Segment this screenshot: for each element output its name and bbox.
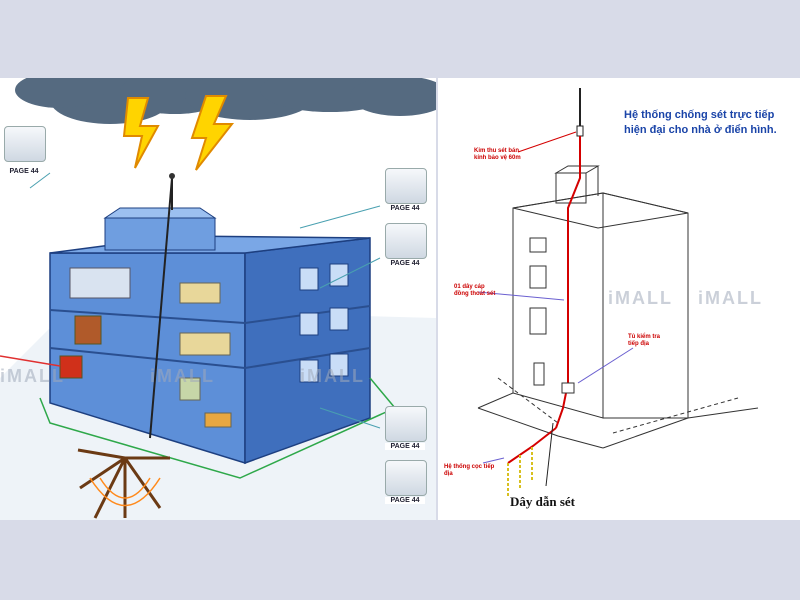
building-illustration-panel: PAGE 44 PAGE 44 PAGE 44 PAGE 44 PAGE 44 … — [0, 78, 436, 520]
label-air-terminal: Kim thu sét bán kính bảo vệ 60m — [474, 148, 521, 161]
grounding-electrode — [77, 448, 170, 519]
down-conductor — [149, 177, 173, 439]
page-badge: PAGE 44 — [385, 205, 425, 212]
label-test-box: Tủ kiểm tra tiếp địa — [628, 334, 661, 347]
building-illustration — [0, 78, 436, 520]
lightning-protection-diagram: Hệ thống chống sét trực tiếp hiện đại ch… — [438, 78, 800, 520]
watermark: iMALL — [150, 366, 215, 386]
storm-clouds — [15, 78, 436, 124]
page-badge: PAGE 44 — [385, 497, 425, 504]
building — [49, 207, 371, 465]
page-badge: PAGE 44 — [385, 260, 425, 267]
product-thumbnail — [385, 460, 427, 496]
lightning-bolt-icon — [190, 95, 235, 171]
product-thumbnail — [4, 126, 46, 162]
watermark: iMALL — [608, 288, 673, 308]
diagram-drawing — [477, 88, 759, 498]
red-down-conductor — [555, 136, 581, 429]
label-down-conductor: 01 dây cáp đồng thoát sét — [454, 284, 496, 297]
diagram-title: Hệ thống chống sét trực tiếp hiện đại ch… — [624, 109, 777, 136]
page-badge: PAGE 44 — [4, 168, 44, 175]
down-conductor-caption: Dây dẫn sét — [510, 494, 576, 509]
lightning-bolt-icon — [122, 97, 160, 169]
product-thumbnail — [385, 168, 427, 204]
watermark: iMALL — [300, 366, 365, 386]
product-thumbnail — [385, 223, 427, 259]
ground-loop — [39, 377, 397, 479]
watermark: iMALL — [0, 366, 65, 386]
watermark: iMALL — [698, 288, 763, 308]
test-box — [561, 382, 575, 394]
label-grounding: Hệ thống cọc tiếp địa — [444, 464, 495, 477]
product-thumbnail — [385, 406, 427, 442]
page-badge: PAGE 44 — [385, 443, 425, 450]
